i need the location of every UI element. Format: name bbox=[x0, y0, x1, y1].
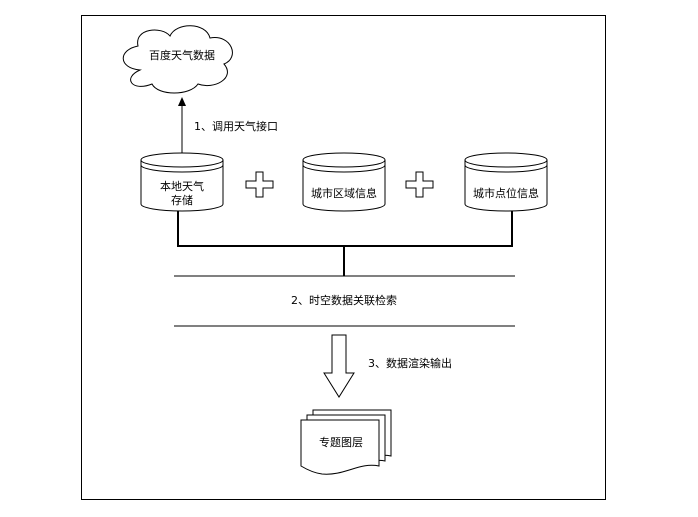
region-info-label: 城市区域信息 bbox=[311, 187, 377, 200]
local-weather-store bbox=[140, 152, 224, 212]
api-arrow-head bbox=[178, 97, 186, 106]
diagram-frame bbox=[81, 15, 606, 500]
cloud-shape bbox=[122, 25, 233, 94]
merge-connector bbox=[177, 211, 513, 247]
city-point-store bbox=[464, 152, 548, 212]
plus-icon-1 bbox=[245, 171, 274, 198]
step2-label: 2、时空数据关联检索 bbox=[291, 294, 397, 307]
step1-label: 1、调用天气接口 bbox=[194, 120, 278, 133]
local-store-label-line2: 存储 bbox=[171, 194, 193, 207]
city-region-store bbox=[302, 152, 386, 212]
output-label: 专题图层 bbox=[319, 436, 363, 449]
cloud-label: 百度天气数据 bbox=[149, 49, 215, 62]
output-arrow bbox=[323, 334, 355, 398]
step3-label: 3、数据渲染输出 bbox=[368, 357, 452, 370]
local-store-label-line1: 本地天气 bbox=[160, 180, 204, 193]
plus-icon-2 bbox=[405, 171, 434, 198]
point-info-label: 城市点位信息 bbox=[473, 187, 539, 200]
thematic-layer-document bbox=[300, 409, 392, 475]
